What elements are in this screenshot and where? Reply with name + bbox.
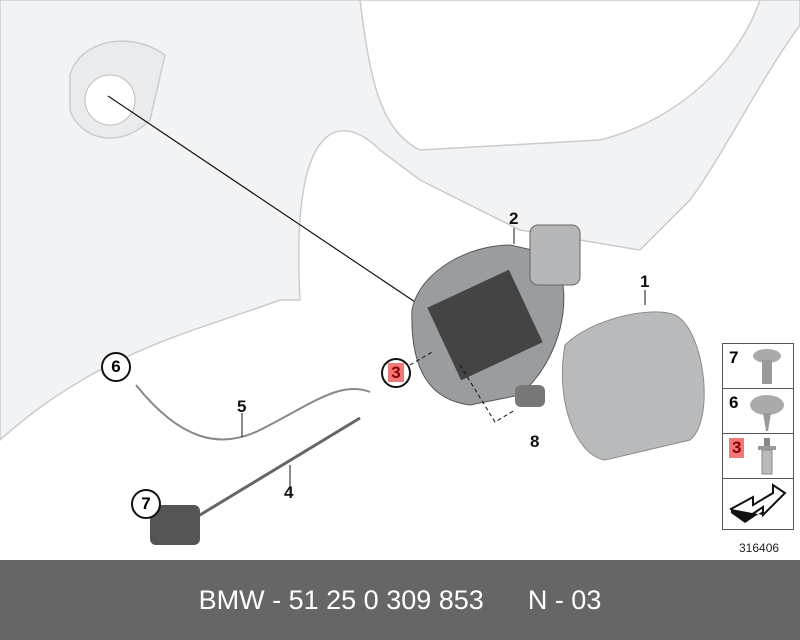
actuator-rod	[194, 416, 361, 520]
callout-6: 6	[101, 352, 131, 382]
legend-item-3: 3	[723, 434, 793, 479]
diagram-drawing	[0, 0, 800, 545]
part-code: N - 03	[527, 584, 602, 615]
callout-8: 8	[530, 432, 540, 451]
diagram-reference-number: 316406	[739, 541, 780, 555]
callout-5: 5	[237, 397, 247, 416]
legend-item-arrow	[723, 479, 793, 529]
bowden-cable	[135, 384, 371, 441]
callout-4: 4	[284, 483, 294, 502]
callout-1: 1	[640, 272, 650, 291]
fuel-filler-housing	[411, 224, 581, 406]
clip-part-8	[515, 385, 545, 407]
expanding-rivet-icon	[750, 395, 784, 431]
fuel-filler-opening	[84, 74, 136, 126]
part-number: BMW - 51 25 0 309 853	[198, 584, 484, 615]
arrow-symbol-icon	[729, 483, 787, 523]
callout-7: 7	[131, 489, 161, 519]
screw-icon	[753, 349, 781, 384]
fuel-filler-flap	[561, 311, 705, 461]
clip-stud-icon	[758, 438, 776, 475]
callout-3: 3	[381, 358, 411, 388]
footer-bar: BMW - 51 25 0 309 853 N - 03	[0, 560, 800, 640]
parts-diagram: 1 2 3 4 5 6 7 8 7 6 3 316406	[0, 0, 800, 555]
leader-line	[107, 95, 431, 313]
legend-item-6: 6	[723, 389, 793, 434]
legend-item-7: 7	[723, 344, 793, 389]
actuator-motor	[150, 505, 200, 545]
hardware-legend: 7 6 3	[722, 343, 794, 530]
callout-2: 2	[509, 209, 519, 228]
